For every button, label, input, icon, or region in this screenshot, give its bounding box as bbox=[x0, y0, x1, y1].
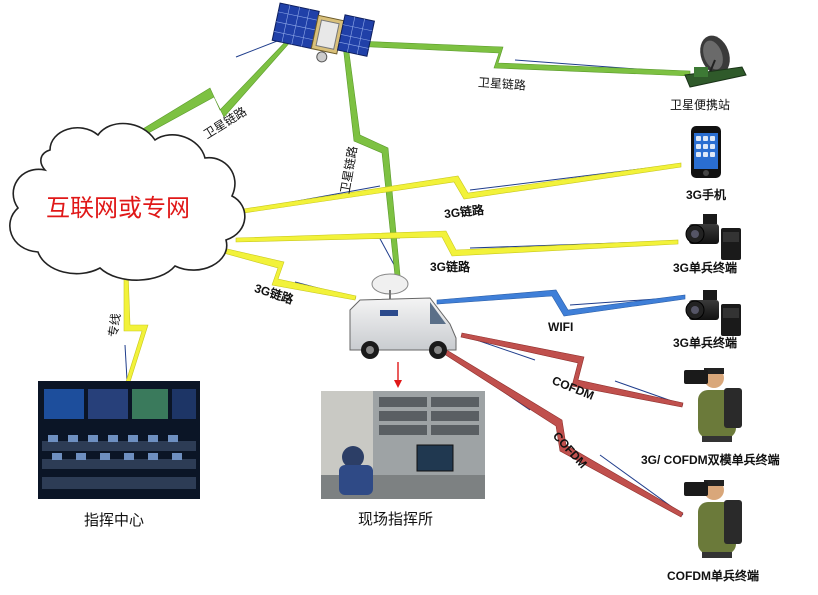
wifi-link-bolt bbox=[436, 289, 686, 317]
satellite-van-image bbox=[349, 273, 457, 359]
terminal-camera-image bbox=[685, 214, 741, 260]
g3-link-bolt bbox=[235, 230, 679, 257]
phone-image bbox=[691, 126, 721, 178]
cofdm-link-bolt bbox=[437, 345, 684, 518]
camera-operator-image bbox=[684, 368, 742, 442]
satellite-link-bolt bbox=[342, 44, 401, 277]
dual-mode-terminal-label: 3G/ COFDM双模单兵终端 bbox=[641, 453, 780, 467]
satellite-link-label: 卫星链路 bbox=[477, 75, 527, 93]
cofdm-terminal-label: COFDM单兵终端 bbox=[667, 569, 759, 583]
camera-operator-image bbox=[684, 480, 742, 558]
g3-link-label: 3G链路 bbox=[430, 260, 471, 274]
van-to-field-arrow bbox=[394, 362, 402, 388]
wifi-link-label: WIFI bbox=[548, 320, 574, 334]
dedicated-line-label: 专线 bbox=[105, 312, 124, 339]
satellite-station-label: 卫星便携站 bbox=[670, 98, 731, 112]
satellite-image bbox=[271, 2, 376, 63]
terminal-3g-label: 3G单兵终端 bbox=[673, 336, 738, 350]
terminal-camera-image bbox=[685, 290, 741, 336]
satellite-link-bolt bbox=[329, 39, 691, 77]
cloud-shape bbox=[9, 122, 246, 281]
phone-3g-label: 3G手机 bbox=[686, 188, 727, 202]
g3-link-bolt bbox=[236, 162, 682, 215]
satellite-station-image bbox=[684, 35, 747, 88]
command-center-photo bbox=[38, 381, 200, 499]
g3-link-bolt bbox=[208, 244, 357, 301]
cofdm-link-bolt bbox=[460, 332, 684, 408]
terminal-3g-label: 3G单兵终端 bbox=[673, 261, 738, 275]
dedicated-line-bolt bbox=[123, 269, 149, 383]
command-center-label: 指挥中心 bbox=[84, 511, 145, 529]
field-command-label: 现场指挥所 bbox=[358, 510, 434, 528]
field-command-photo bbox=[321, 391, 485, 499]
cloud-label: 互联网或专网 bbox=[46, 194, 190, 222]
